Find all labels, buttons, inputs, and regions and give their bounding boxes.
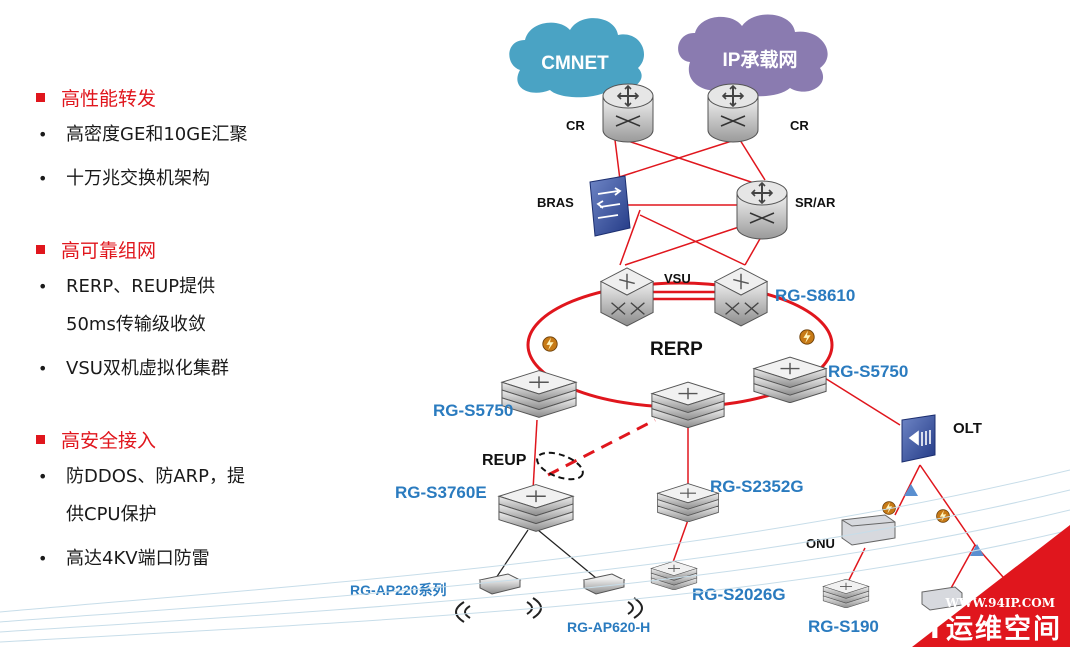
- section-title: 高性能转发: [36, 84, 336, 110]
- rg-ap620-label: RG-AP620-H: [567, 619, 650, 635]
- watermark-logo: WWW.94IP.COM IT运维空间: [912, 525, 1070, 647]
- section-security: 高安全接入 •防DDOS、防ARP，提 供CPU保护 •高达4KV端口防雷: [36, 426, 336, 578]
- rg-s190-switch: [822, 578, 870, 608]
- section-title: 高安全接入: [36, 426, 336, 452]
- watermark-url: WWW.94IP.COM: [944, 596, 1055, 610]
- list-item: •高达4KV端口防雷: [36, 546, 336, 578]
- rerp-label: RERP: [650, 339, 703, 360]
- core-switch-left: [600, 267, 654, 327]
- olt-label: OLT: [953, 420, 982, 437]
- access-points: [455, 573, 643, 623]
- bullet-icon: •: [38, 277, 48, 296]
- rg-s8610-label: RG-S8610: [775, 286, 855, 305]
- cloud-shape: [509, 18, 645, 98]
- section-reliability: 高可靠组网 •RERP、REUP提供 50ms传输级收敛 •VSU双机虚拟化集群: [36, 236, 336, 388]
- onu-device-2: [921, 586, 963, 611]
- aggregation-switch-center: [651, 381, 725, 428]
- cloud-shape: [678, 14, 828, 97]
- section-performance: 高性能转发 •高密度GE和10GE汇聚 •十万兆交换机架构: [36, 84, 336, 198]
- ap620-icon: [582, 573, 643, 619]
- rg-s2026g-switch: [650, 560, 698, 590]
- rg-ap220-label: RG-AP220系列: [350, 582, 446, 598]
- red-square-icon: [36, 92, 45, 102]
- cr-router-left: [602, 83, 654, 143]
- lightning-icon: [936, 509, 950, 523]
- list-item: •高密度GE和10GE汇聚: [36, 122, 336, 154]
- rg-s3760e-label: RG-S3760E: [395, 483, 487, 502]
- vsu-link: [652, 290, 715, 301]
- bullet-icon: •: [38, 359, 48, 378]
- rg-s3760e-switch: [498, 483, 574, 532]
- bras-label: BRAS: [537, 195, 574, 210]
- list-item: •十万兆交换机架构: [36, 166, 336, 198]
- red-square-icon: [36, 244, 45, 254]
- rg-s190-label: RG-S190: [808, 617, 879, 636]
- black-links: [495, 529, 597, 579]
- feature-list: 高性能转发 •高密度GE和10GE汇聚 •十万兆交换机架构 高可靠组网 •RER…: [36, 84, 336, 616]
- section-title: 高可靠组网: [36, 236, 336, 262]
- ip-cloud: [678, 14, 828, 97]
- red-square-icon: [36, 434, 45, 444]
- lightning-icon: [799, 329, 815, 345]
- core-switch-right: [714, 267, 768, 327]
- decorative-swoosh: [0, 469, 1070, 643]
- rg-s2352g-label: RG-S2352G: [710, 477, 804, 496]
- reup-dashed-link: [547, 418, 656, 477]
- cmnet-label: CMNET: [541, 53, 609, 74]
- reup-marker: [536, 451, 584, 481]
- ip-network-label: IP承载网: [723, 48, 798, 71]
- cmnet-cloud: [509, 18, 645, 98]
- vsu-label: VSU: [664, 271, 691, 286]
- list-item: •VSU双机虚拟化集群: [36, 356, 336, 388]
- bullet-icon: •: [38, 467, 48, 486]
- cr-router-right: [707, 83, 759, 143]
- bras-device: [589, 175, 631, 237]
- rg-s5750-right-label: RG-S5750: [828, 362, 908, 381]
- lightning-icon: [542, 336, 558, 352]
- watermark-red-corner: [912, 525, 1070, 647]
- list-item: •防DDOS、防ARP，提 供CPU保护: [36, 464, 336, 534]
- ap220-icon: [455, 573, 542, 623]
- cr-right-label: CR: [790, 118, 809, 133]
- cr-left-label: CR: [566, 118, 585, 133]
- olt-device: [901, 414, 936, 463]
- bullet-icon: •: [38, 125, 48, 144]
- bullet-icon: •: [38, 169, 48, 188]
- rg-s5750-left-label: RG-S5750: [433, 401, 513, 420]
- sr-ar-label: SR/AR: [795, 195, 836, 210]
- splitter-triangle-icon: [904, 484, 918, 496]
- bullet-icon: •: [38, 549, 48, 568]
- reup-label: REUP: [482, 452, 527, 469]
- list-item: •RERP、REUP提供 50ms传输级收敛: [36, 274, 336, 344]
- sr-ar-router: [736, 180, 788, 240]
- onu-device: [841, 514, 896, 546]
- watermark-text: IT运维空间: [914, 613, 1062, 645]
- onu-label: ONU: [806, 536, 835, 551]
